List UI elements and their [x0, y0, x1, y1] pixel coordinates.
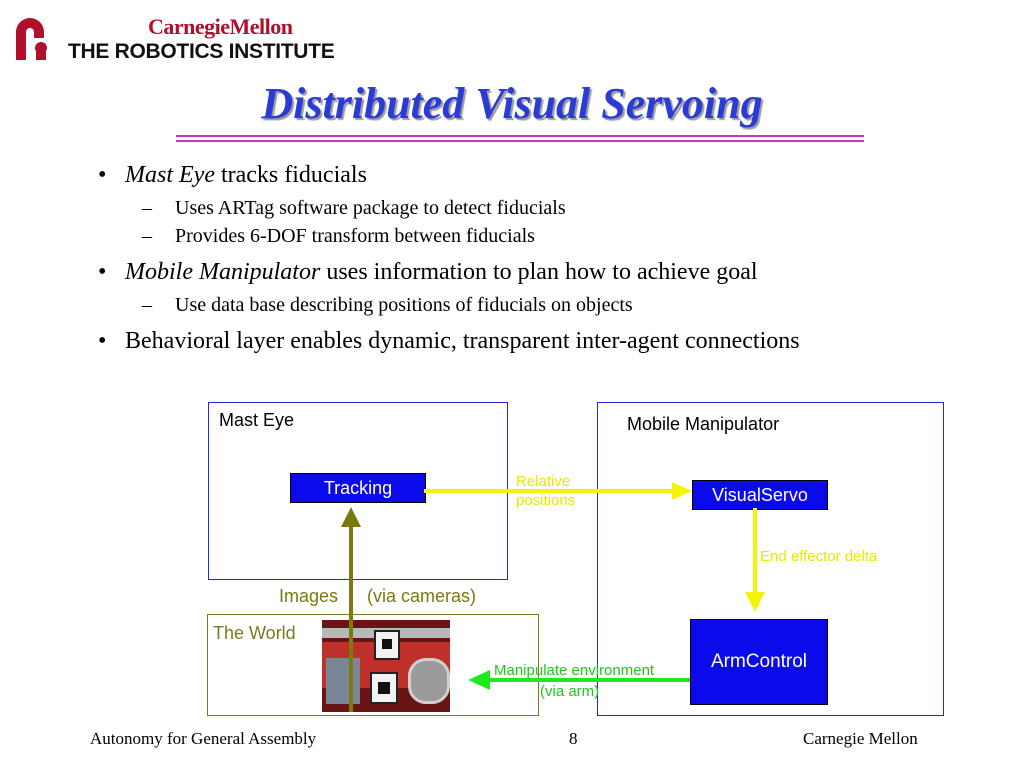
manipulate-line1: Manipulate environment — [494, 662, 655, 679]
mobile-manipulator-label: Mobile Manipulator — [627, 414, 780, 434]
mast-eye-label: Mast Eye — [219, 410, 295, 430]
bullet-group: Mast Eye tracks fiducials –Uses ARTag so… — [98, 160, 998, 249]
footer-left: Autonomy for General Assembly — [90, 729, 317, 748]
page-number: 8 — [569, 729, 578, 748]
images-label: Images — [279, 586, 339, 606]
relative-positions-line2: positions — [516, 492, 576, 509]
photo-grey-panel — [326, 658, 360, 704]
fiducial-marker — [370, 672, 398, 704]
bullet-text: uses information to plan how to achieve … — [320, 259, 758, 285]
sub-bullet-text: Uses ARTag software package to detect fi… — [175, 197, 566, 219]
fiducial-marker — [374, 630, 400, 660]
sub-bullet-item: –Use data base describing positions of f… — [142, 294, 633, 316]
cmu-logo-icon — [16, 18, 47, 60]
relative-positions-line1: Relative — [516, 473, 571, 490]
sub-bullet-text: Use data base describing positions of fi… — [175, 294, 633, 316]
manipulate-line2: (via arm) — [540, 683, 600, 700]
slide-title: Distributed Visual Servoing — [261, 79, 763, 128]
bullet-item: Mobile Manipulator uses information to p… — [98, 257, 998, 287]
bullet-emphasis: Mobile Manipulator — [125, 259, 321, 285]
bullet-item: Mast Eye tracks fiducials — [98, 160, 998, 190]
institute-name: THE ROBOTICS INSTITUTE — [68, 40, 335, 63]
via-cameras-label: (via cameras) — [367, 586, 477, 606]
title-underline-bottom — [176, 140, 864, 142]
university-name: CarnegieMellon — [148, 14, 293, 39]
world-label: The World — [213, 623, 296, 643]
visualservo-node: VisualServo — [692, 480, 828, 510]
world-box — [207, 614, 539, 716]
manipulate-label: Manipulate environment (via arm) — [494, 660, 654, 702]
bullet-text: Behavioral layer enables dynamic, transp… — [125, 328, 800, 354]
tracking-node: Tracking — [290, 473, 426, 503]
sub-bullet-item: –Uses ARTag software package to detect f… — [142, 197, 566, 219]
bullet-group: Behavioral layer enables dynamic, transp… — [98, 326, 998, 356]
footer-right: Carnegie Mellon — [803, 729, 918, 748]
end-effector-arrow — [745, 508, 765, 612]
bullet-emphasis: Mast Eye — [125, 162, 215, 188]
sub-bullet-text: Provides 6-DOF transform between fiducia… — [175, 225, 535, 247]
title-underline-top — [176, 135, 864, 137]
photo-robot-gripper — [408, 658, 450, 704]
mobile-manipulator-box — [597, 402, 944, 716]
bullet-list: Mast Eye tracks fiducials –Uses ARTag so… — [98, 160, 998, 364]
armcontrol-node: ArmControl — [690, 619, 828, 705]
bullet-item: Behavioral layer enables dynamic, transp… — [98, 326, 998, 356]
end-effector-label: End effector delta — [760, 548, 878, 565]
relative-positions-arrow — [424, 482, 692, 500]
bullet-text: tracks fiducials — [214, 162, 367, 188]
relative-positions-label: Relative positions — [516, 472, 575, 510]
bullet-group: Mobile Manipulator uses information to p… — [98, 257, 998, 318]
manipulate-arrow — [468, 670, 690, 690]
sub-bullet-item: –Provides 6-DOF transform between fiduci… — [142, 225, 535, 247]
world-photo — [322, 620, 450, 712]
images-arrow — [341, 507, 361, 712]
